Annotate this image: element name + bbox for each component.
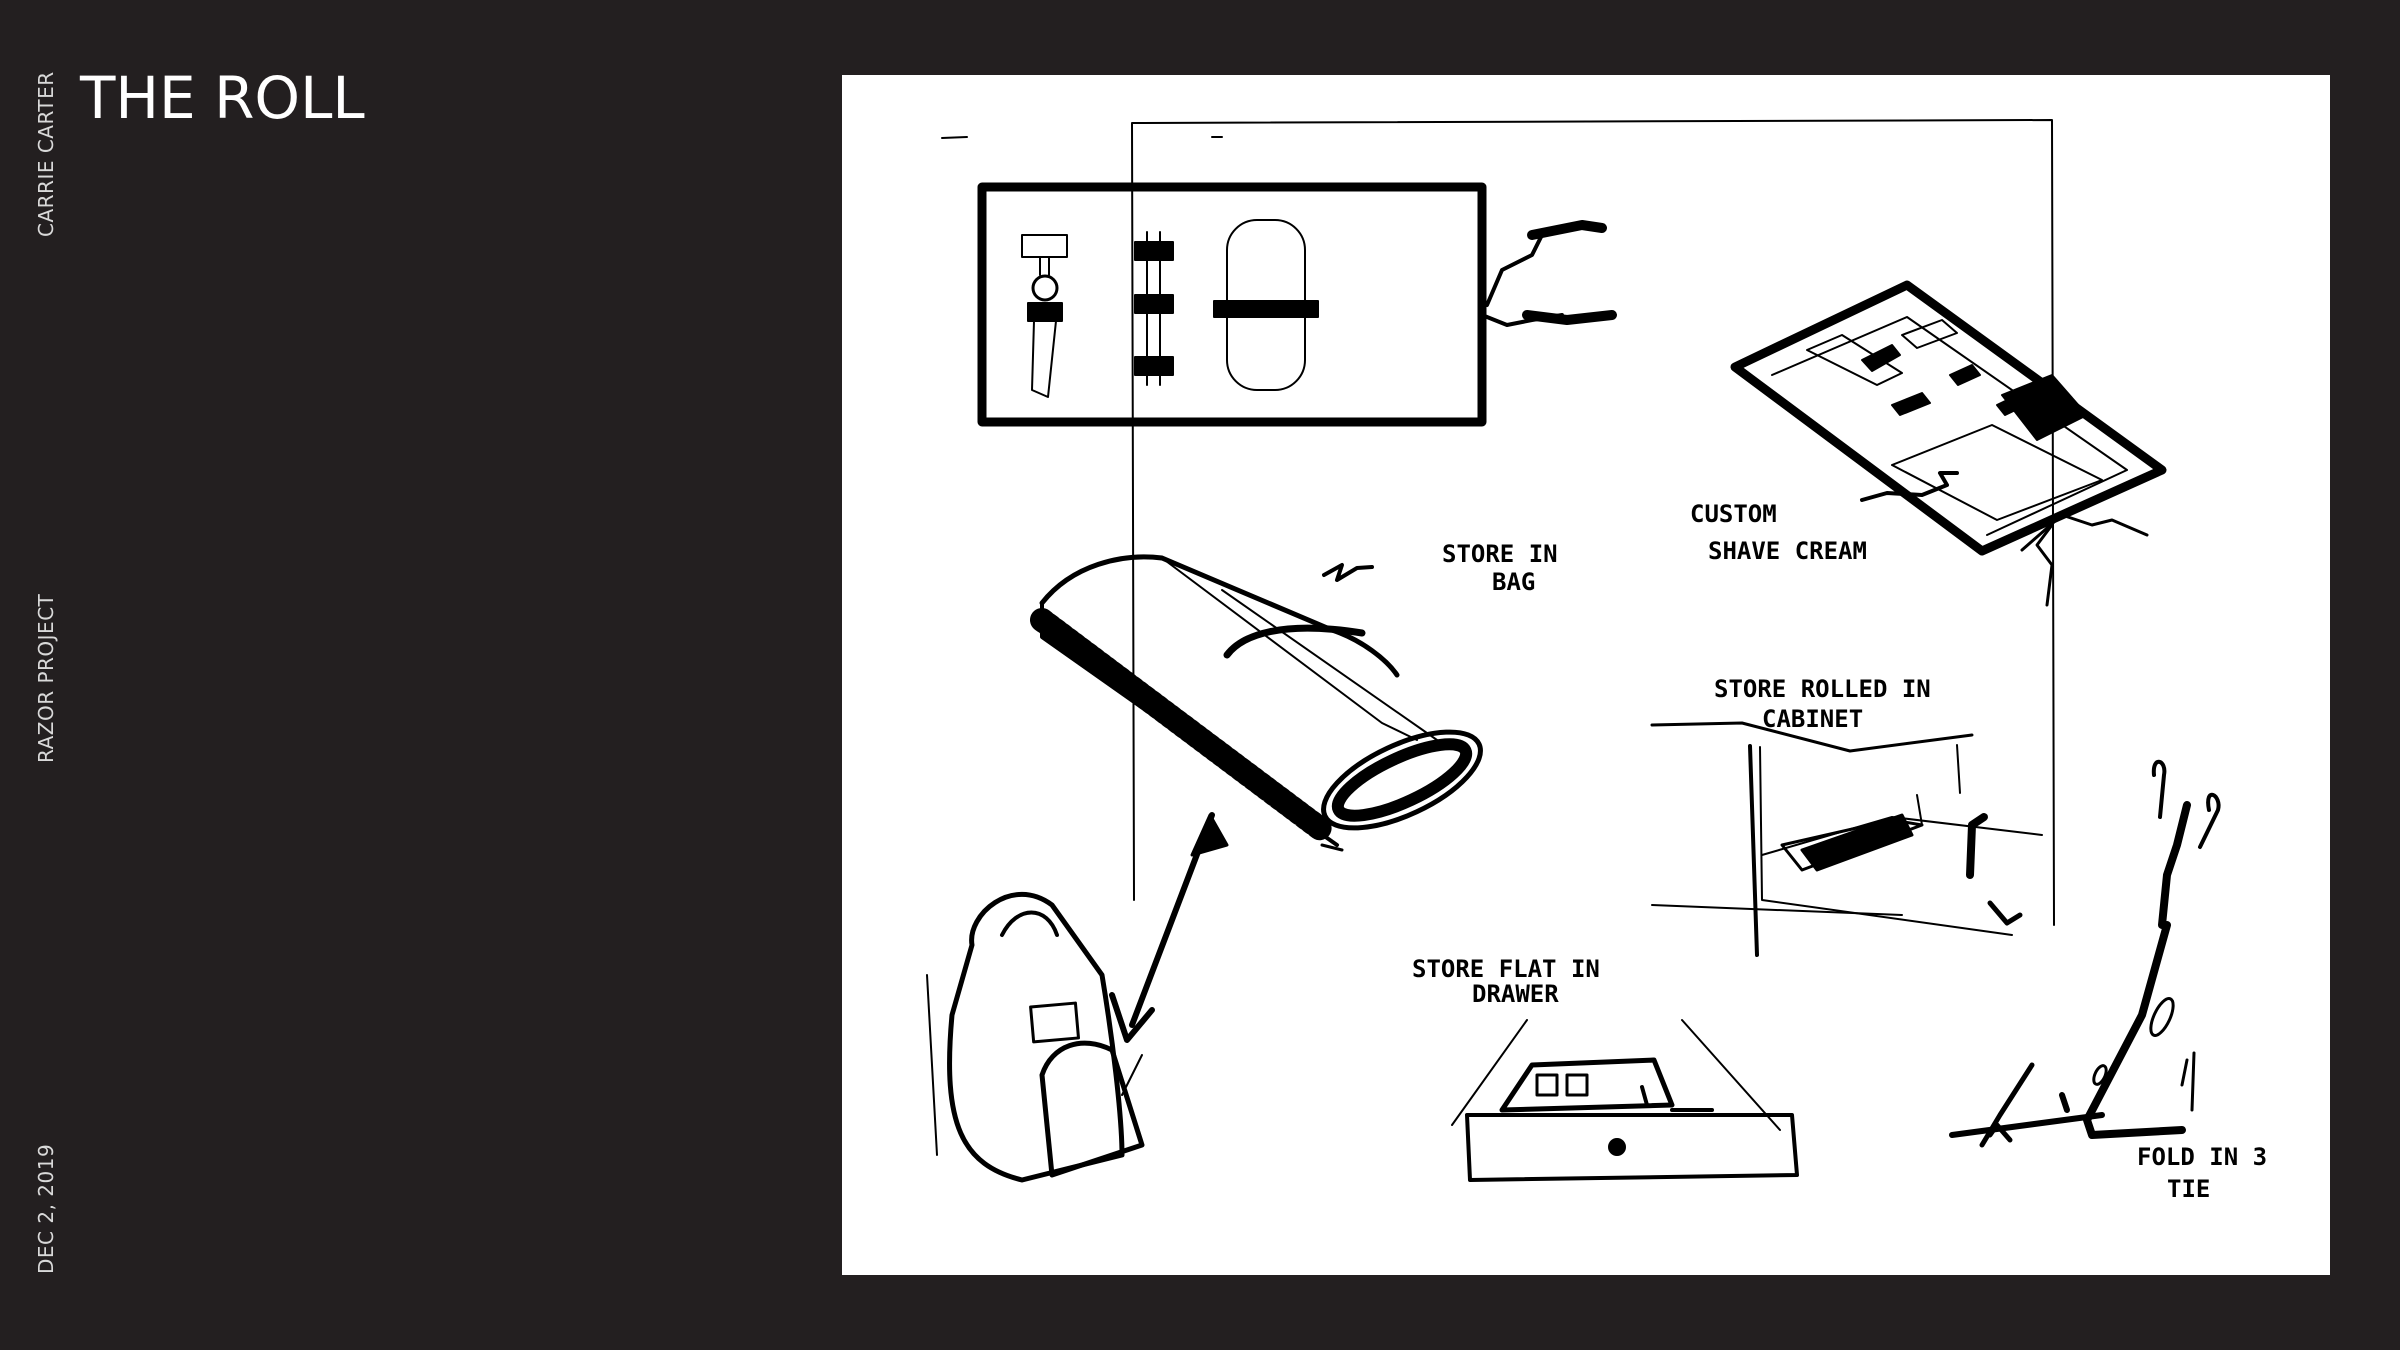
label-store-rolled-in: STORE ROLLED IN: [1714, 675, 1931, 703]
backpack-sketch: [926, 891, 1145, 1183]
label-drawer: DRAWER: [1472, 980, 1559, 1008]
label-fold-in-3: FOLD IN 3: [2137, 1143, 2267, 1171]
label-cabinet: CABINET: [1762, 705, 1863, 733]
author-label: CARRIE CARTER: [34, 71, 58, 237]
page-title: THE ROLL: [80, 64, 365, 132]
rolled-case-sketch: [1030, 554, 1483, 852]
tool-board-sketch: [977, 182, 1617, 427]
label-tie: TIE: [2167, 1175, 2210, 1203]
project-label: RAZOR PROJECT: [34, 593, 58, 763]
cabinet-sketch: [1650, 721, 2043, 957]
label-bag: BAG: [1492, 568, 1535, 596]
concept-sketch: STORE IN BAG CUSTOM SHAVE CREAM STORE RO…: [842, 75, 2330, 1275]
fold-tie-sketch: [1949, 759, 2221, 1148]
drawer-sketch: [1451, 1019, 1799, 1182]
label-store-flat-in: STORE FLAT IN: [1412, 955, 1600, 983]
date-label: DEC 2, 2019: [34, 1143, 58, 1274]
label-shave-cream: SHAVE CREAM: [1708, 537, 1867, 565]
tilted-board-sketch: [1730, 280, 2167, 607]
label-custom: CUSTOM: [1690, 500, 1777, 528]
concept-sketch-drawing: STORE IN BAG CUSTOM SHAVE CREAM STORE RO…: [926, 119, 2267, 1203]
label-store-in: STORE IN: [1442, 540, 1558, 568]
